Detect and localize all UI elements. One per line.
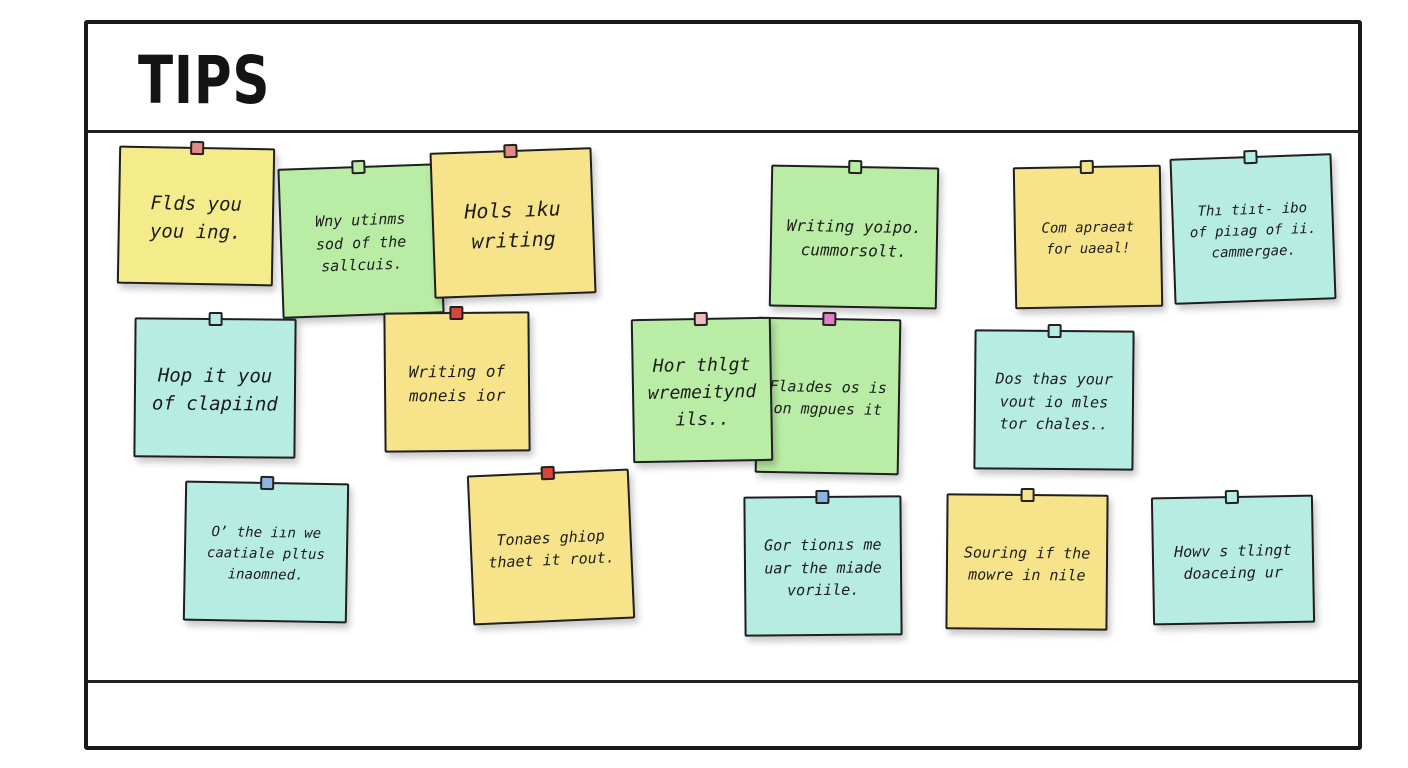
sticky-note[interactable]: Hols ıku writing [429,143,597,299]
sticky-note-text: Thı tiıt- ibo of piıag of ii. cammergae. [1189,199,1317,261]
sticky-note[interactable]: Writing yoipo. cummorsolt. [768,159,940,310]
sticky-note-text: Com apraeat for uaeal! [1041,219,1135,258]
sticky-note-text: Writing yoipo. cummorsolt. [786,215,922,261]
sticky-note-text: Wny utinms sod of the sallcuis. [314,209,407,276]
sticky-note[interactable]: Hor thlgt wremeitynd ils.. [630,311,774,464]
pushpin-icon [190,140,205,156]
pushpin-icon [1243,149,1258,165]
sticky-note[interactable]: Howv s tlingt doaceing ur [1150,489,1316,626]
sticky-note[interactable]: Gor tionıs me uar the miade voriile. [743,489,903,637]
pushpin-icon [540,465,556,481]
sticky-note[interactable]: Dos thas your vout io mles tor chales.. [973,323,1135,471]
pushpin-icon [260,475,275,491]
sticky-note-text: Writing of moneis ior [408,361,506,406]
pushpin-icon [1079,159,1094,175]
pushpin-icon [1224,489,1240,505]
sticky-note-text: Hor thlgt wremeitynd ils.. [647,353,757,430]
sticky-note[interactable]: Tonaes ghiop thaet it rout. [466,465,636,626]
sticky-note-text: Oʼ the iın we caatiale pltus inaomned. [206,523,326,584]
pushpin-icon [351,159,366,175]
sticky-note-text: Flaıdes os is on mgpues it [769,376,888,419]
sticky-note-text: Tonaes ghiop thaet it rout. [488,526,616,572]
sticky-note-text: Souring if the mowre in nile [963,542,1091,585]
sticky-note[interactable]: Flaıdes os is on mgpues it [754,311,902,476]
footer-divider [88,680,1358,683]
header-divider [88,130,1358,133]
sticky-note-text: Gor tionıs me uar the miade voriile. [764,535,882,600]
sticky-note[interactable]: Oʼ the iın we caatiale pltus inaomned. [182,475,350,624]
pushpin-icon [1020,487,1035,503]
pushpin-icon [815,489,830,505]
sticky-note[interactable]: Flds you you ing. [116,140,276,287]
pushpin-icon [848,159,863,175]
sticky-note[interactable]: Wny utinms sod of the sallcuis. [277,159,445,319]
sticky-note-text: Hop it you of clapiind [151,364,278,416]
sticky-note-text: Dos thas your vout io mles tor chales.. [995,369,1113,434]
sticky-note[interactable]: Thı tiıt- ibo of piıag of ii. cammergae. [1169,149,1337,305]
pushpin-icon [503,143,518,159]
pushpin-icon [1047,323,1062,339]
pushpin-icon [693,311,708,327]
sticky-note-text: Hols ıku writing [463,196,562,254]
sticky-note[interactable]: Writing of moneis ior [383,305,531,453]
sticky-note-text: Howv s tlingt doaceing ur [1173,540,1292,583]
pushpin-icon [449,305,464,321]
sticky-note[interactable]: Hop it you of clapiind [133,311,297,459]
sticky-note-text: Flds you you ing. [149,191,243,244]
board-title: TIPS [138,42,271,119]
sticky-note[interactable]: Com apraeat for uaeal! [1012,159,1164,310]
sticky-note[interactable]: Souring if the mowre in nile [945,487,1109,631]
pushpin-icon [208,311,223,327]
pushpin-icon [822,311,837,327]
